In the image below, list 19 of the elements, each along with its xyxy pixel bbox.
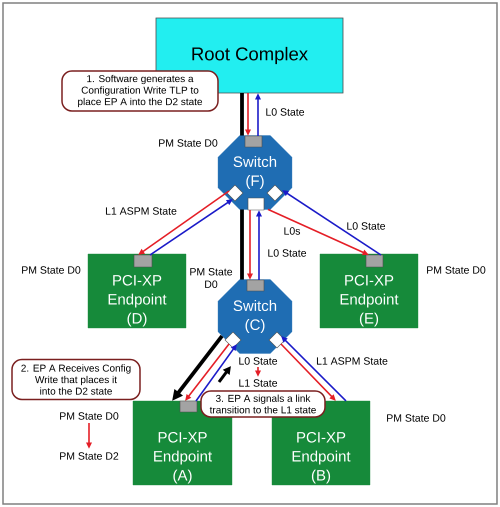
edge-label: L0 State [345, 221, 387, 231]
state-label: PM State D2 [60, 452, 118, 460]
state-label: L0 State [239, 357, 278, 365]
state-label: PM State D0 [60, 412, 118, 420]
state-label: PM State D0 [387, 414, 446, 422]
endpoint-box: PCI-XP Endpoint (D) [88, 254, 186, 328]
edge-label: L0s [282, 226, 302, 236]
callout-box: 3. EP A signals a link transition to the L1 state [200, 390, 326, 418]
callout-box: 2. EP A Receives Config Write that places it into the D2 state [11, 358, 141, 400]
edge-label: L0 State [266, 248, 308, 258]
endpoint-box: PCI-XP Endpoint (E) [320, 254, 418, 328]
callout-box: 1. Software generates a Configuration Write TLP to place EP A into the D2 state [61, 70, 219, 112]
edge-label: L1 ASPM State [104, 206, 178, 216]
state-label: L1 State [239, 379, 278, 387]
edge-label: L0 State [264, 107, 306, 117]
state-label: PM State D0 [159, 139, 218, 147]
state-label: PM State D0 [427, 266, 486, 274]
edge-label: L1 ASPM State [315, 356, 389, 366]
state-label: PM State D0 [22, 266, 80, 274]
